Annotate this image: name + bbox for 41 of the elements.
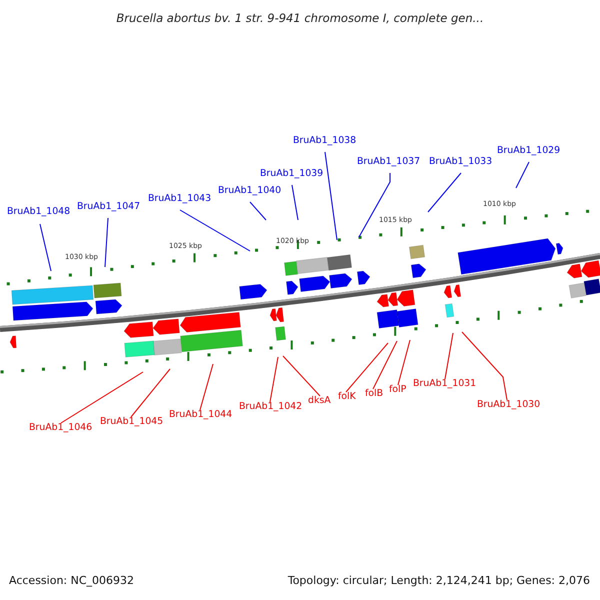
gene-label: BruAb1_1043 bbox=[148, 193, 212, 205]
leader-line bbox=[270, 356, 278, 402]
gene-label: BruAb1_1033 bbox=[429, 156, 492, 168]
gene-label: folB bbox=[365, 388, 384, 400]
gene-label: BruAb1_1037 bbox=[357, 156, 420, 168]
leader-line bbox=[516, 162, 530, 188]
leader-line bbox=[324, 152, 338, 240]
leader-line bbox=[462, 332, 508, 400]
gene-label: folK bbox=[338, 391, 356, 403]
leader-line bbox=[444, 332, 454, 380]
leader-line bbox=[250, 202, 266, 220]
gene-label: BruAb1_1040 bbox=[218, 185, 282, 197]
gene-label: BruAb1_1038 bbox=[293, 135, 356, 147]
leader-line bbox=[200, 364, 214, 410]
leader-line bbox=[40, 224, 52, 272]
leader-line bbox=[60, 372, 144, 424]
footer-text: Topology: circular; Length: 2,124,241 bp; Genes: 2,076 bbox=[288, 575, 590, 587]
gene-label: folP bbox=[389, 384, 406, 396]
gene-label: BruAb1_1047 bbox=[77, 201, 140, 213]
leader-line bbox=[398, 340, 410, 386]
leader-line bbox=[282, 356, 320, 396]
leader-line bbox=[104, 218, 108, 268]
leader-line bbox=[292, 184, 298, 220]
leader-line bbox=[428, 172, 462, 212]
leader-line bbox=[372, 340, 398, 390]
gene-label: BruAb1_1046 bbox=[29, 422, 92, 434]
gene-label: BruAb1_1042 bbox=[239, 401, 302, 413]
gene-label: BruAb1_1045 bbox=[100, 416, 164, 428]
leader-line bbox=[130, 368, 170, 418]
gene-label: BruAb1_1031 bbox=[413, 378, 476, 390]
gene-label: dksA bbox=[308, 395, 331, 407]
gene-label: BruAb1_1039 bbox=[260, 168, 324, 180]
leader-line bbox=[346, 342, 388, 392]
title: Brucella abortus bv. 1 str. 9-941 chromosome I, complete gen... bbox=[115, 12, 485, 24]
leader-line bbox=[180, 210, 250, 252]
leader-line bbox=[358, 172, 390, 238]
gene-label: BruAb1_1048 bbox=[7, 206, 70, 218]
gene-label: BruAb1_1030 bbox=[477, 399, 540, 411]
gene-label: BruAb1_1044 bbox=[169, 409, 232, 421]
footer-text: Accession: NC_006932 bbox=[9, 575, 134, 587]
gene-label: BruAb1_1029 bbox=[497, 145, 560, 157]
